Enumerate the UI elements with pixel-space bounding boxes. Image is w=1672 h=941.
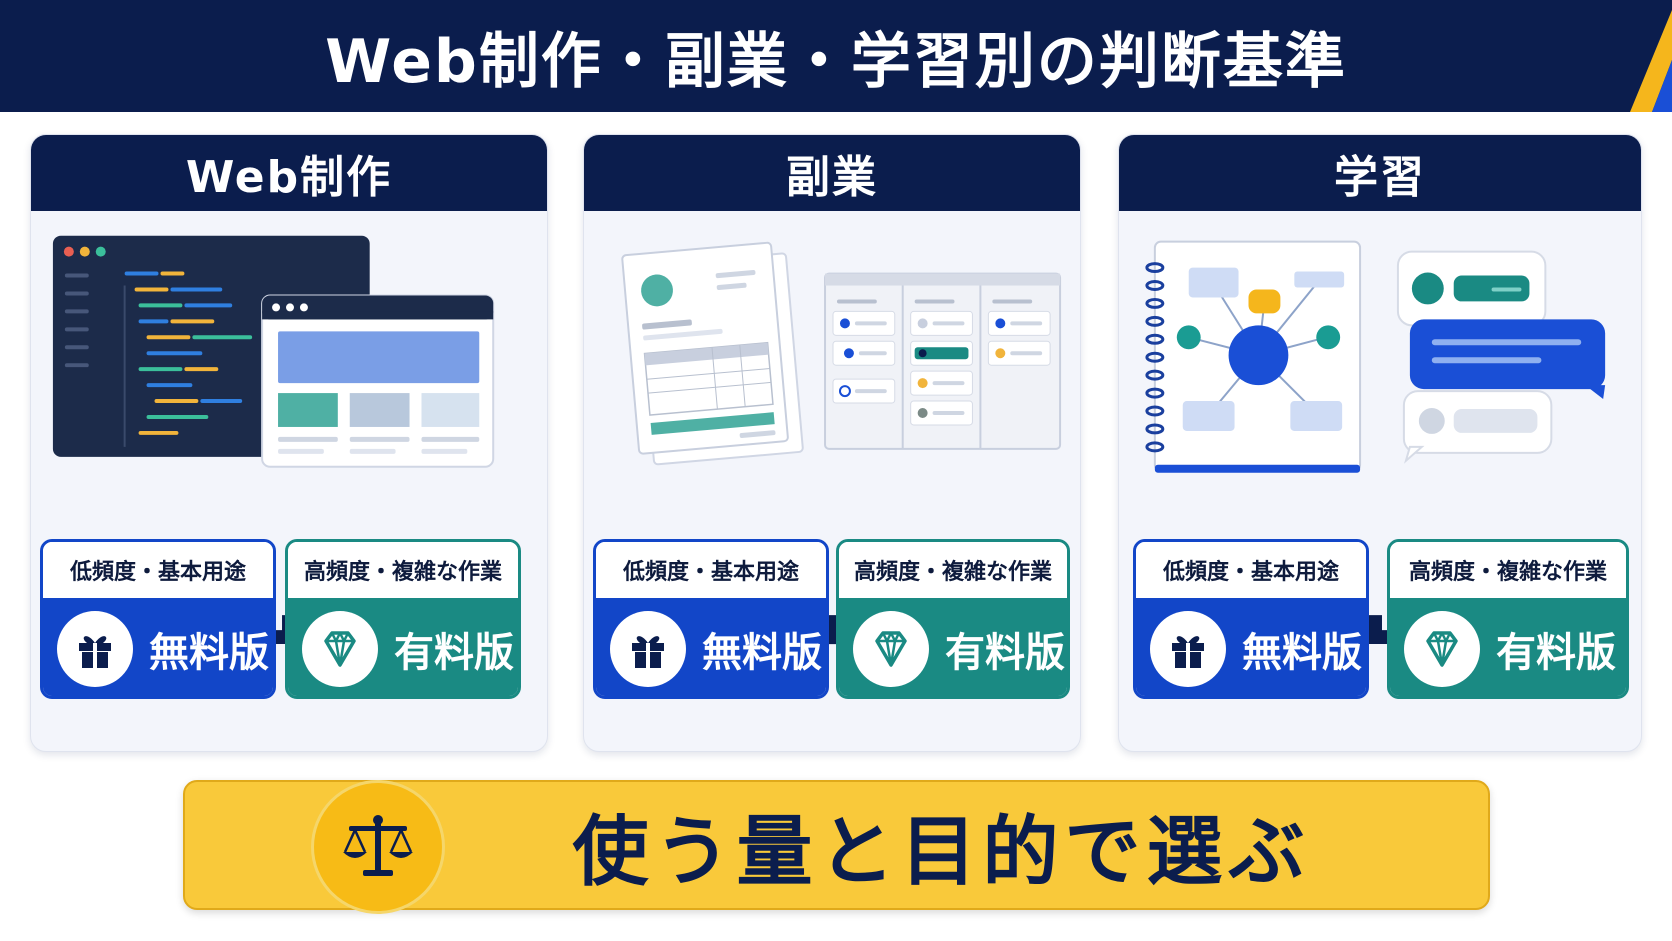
plan-name: 有料版: [394, 629, 514, 676]
plan-name: 無料版: [702, 629, 822, 676]
column-heading: 副業: [584, 135, 1080, 211]
free-option: 低頻度・基本用途 無料版: [593, 539, 829, 699]
plan-name: 無料版: [149, 629, 269, 676]
free-option: 低頻度・基本用途 無料版: [40, 539, 276, 699]
gift-icon: [57, 610, 133, 687]
column-heading: 学習: [1119, 135, 1641, 211]
diamond-icon: [1404, 610, 1480, 687]
usage-label: 高頻度・複雑な作業: [1390, 542, 1626, 598]
column-heading: Web制作: [31, 135, 547, 211]
page-title: Web制作・副業・学習別の判断基準: [325, 26, 1347, 97]
conclusion-text: 使う量と目的で選ぶ: [572, 807, 1311, 896]
column-web: Web制作: [30, 134, 548, 752]
accent-stripe-icon: [1630, 10, 1672, 112]
diamond-icon: [302, 610, 378, 687]
usage-label: 低頻度・基本用途: [43, 542, 273, 598]
usage-label: 低頻度・基本用途: [1136, 542, 1366, 598]
plan-name: 無料版: [1242, 629, 1362, 676]
column-side-job: 副業: [583, 134, 1081, 752]
gift-icon: [1150, 610, 1226, 687]
paid-option: 高頻度・複雑な作業 有料版: [836, 539, 1070, 699]
plan-name: 有料版: [945, 629, 1065, 676]
code-editor-browser-illustration: [52, 235, 495, 468]
conclusion-banner: 使う量と目的で選ぶ: [183, 780, 1490, 914]
invoice-kanban-illustration: [621, 241, 1062, 466]
free-option: 低頻度・基本用途 無料版: [1133, 539, 1369, 699]
usage-label: 低頻度・基本用途: [596, 542, 826, 598]
usage-label: 高頻度・複雑な作業: [288, 542, 518, 598]
diamond-icon: [853, 610, 929, 687]
usage-label: 高頻度・複雑な作業: [839, 542, 1067, 598]
title-bar: Web制作・副業・学習別の判断基準: [0, 0, 1672, 112]
column-learning: 学習: [1118, 134, 1642, 752]
gift-icon: [610, 610, 686, 687]
paid-option: 高頻度・複雑な作業 有料版: [285, 539, 521, 699]
plan-name: 有料版: [1496, 629, 1616, 676]
mindmap-chat-illustration: [1145, 240, 1606, 473]
paid-option: 高頻度・複雑な作業 有料版: [1387, 539, 1629, 699]
scale-icon: [311, 780, 445, 914]
